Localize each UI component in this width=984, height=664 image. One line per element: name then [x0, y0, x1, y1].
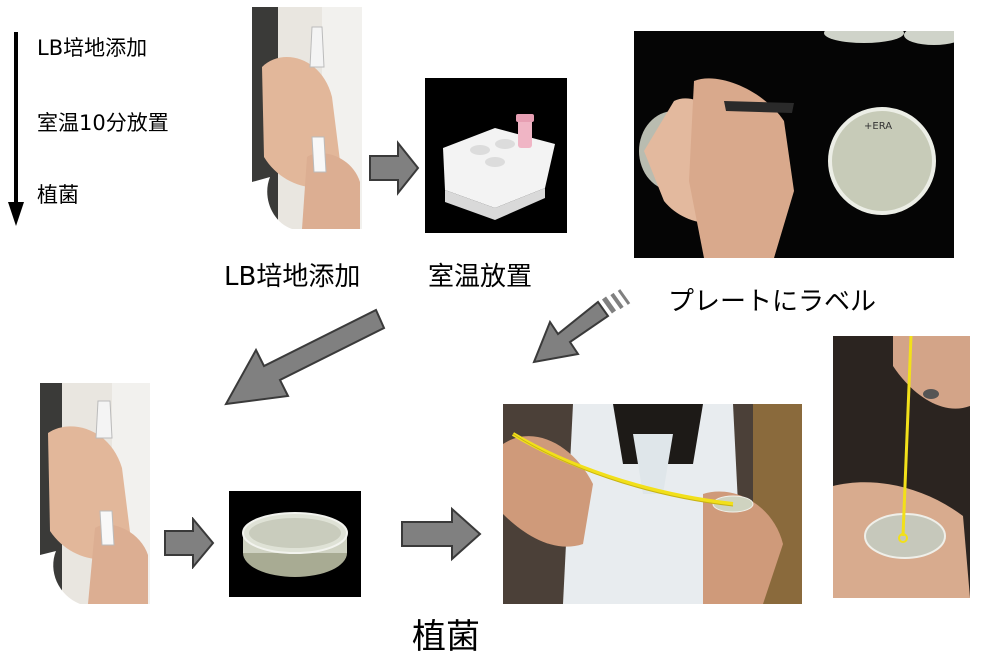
photo-petri-dish — [229, 491, 361, 597]
arrow-right-icon-3 — [401, 506, 482, 562]
arrow-right-icon-1 — [369, 140, 420, 196]
procedure-steps: LB培地添加 室温10分放置 植菌 — [0, 0, 240, 240]
photo-adding-medium-2 — [40, 383, 150, 604]
caption-add-medium: LB培地添加 — [224, 262, 361, 292]
photo-labeling-plate: +ERA — [634, 31, 954, 258]
caption-label-plate: プレートにラベル — [668, 287, 877, 317]
plate-label-text: +ERA — [864, 121, 892, 132]
arrow-right-icon-2 — [164, 517, 215, 569]
step-3-text: 植菌 — [37, 183, 79, 207]
photo-adding-medium — [252, 7, 362, 229]
photo-inoculating — [503, 404, 802, 604]
step-2-text: 室温10分放置 — [37, 111, 169, 135]
down-arrow-icon — [8, 32, 24, 226]
photo-room-temp — [425, 78, 567, 233]
caption-room-temp: 室温放置 — [428, 262, 533, 292]
photo-loop-closeup — [833, 336, 970, 598]
step-1-text: LB培地添加 — [37, 36, 148, 60]
arrow-diagonal-left-icon — [224, 308, 386, 406]
caption-inoculate: 植菌 — [412, 617, 480, 657]
arrow-diagonal-right-icon — [532, 289, 631, 364]
